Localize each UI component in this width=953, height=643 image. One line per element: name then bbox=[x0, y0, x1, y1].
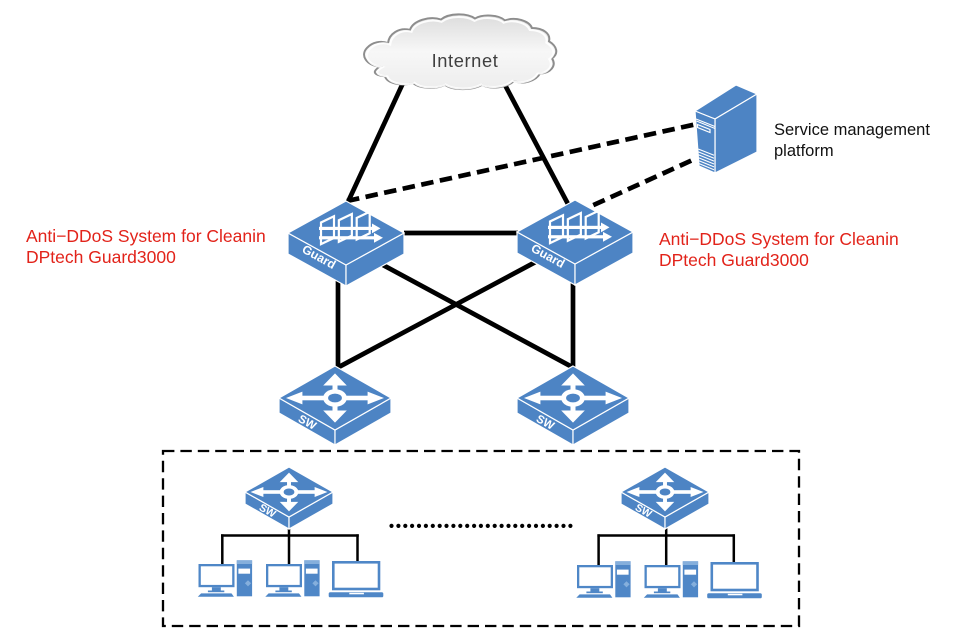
svg-text:DPtech Guard3000: DPtech Guard3000 bbox=[659, 250, 809, 270]
svg-text:Internet: Internet bbox=[432, 50, 499, 71]
svg-text:Anti−DDoS System for Cleanin: Anti−DDoS System for Cleanin bbox=[26, 226, 266, 246]
svg-text:Service management: Service management bbox=[774, 121, 930, 139]
svg-text:DPtech Guard3000: DPtech Guard3000 bbox=[26, 247, 176, 267]
svg-text:Anti−DDoS System for Cleanin: Anti−DDoS System for Cleanin bbox=[659, 229, 899, 249]
svg-text:platform: platform bbox=[774, 142, 834, 160]
